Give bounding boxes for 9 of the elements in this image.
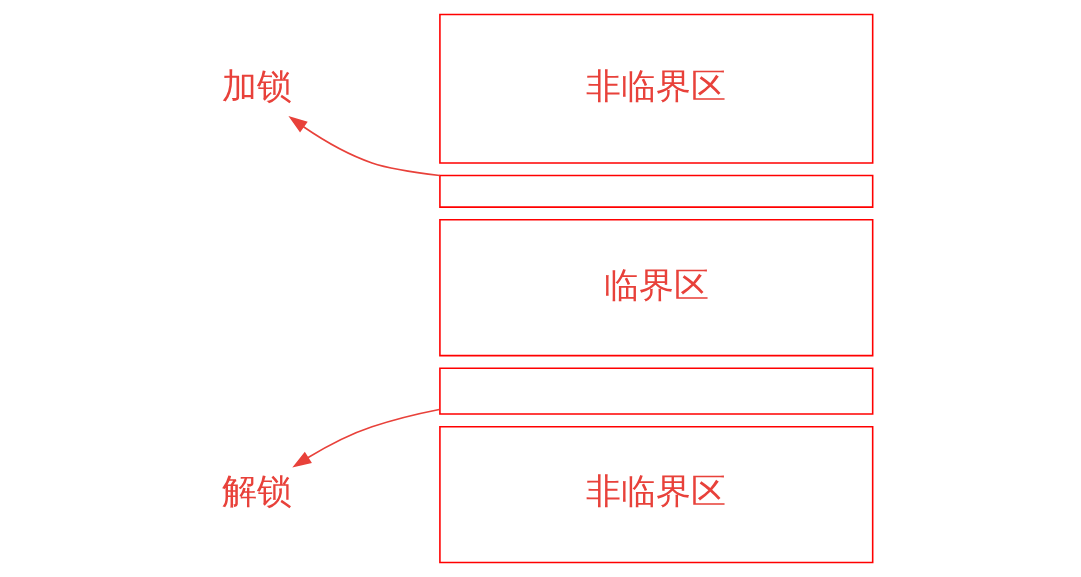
- node-box: 非临界区: [438, 13, 873, 164]
- node-box: [438, 174, 873, 208]
- node-box: 非临界区: [438, 425, 873, 564]
- arrow: [291, 408, 440, 468]
- node-text: 解锁: [221, 471, 292, 512]
- node-text: 加锁: [221, 65, 292, 106]
- arrow: [287, 116, 440, 177]
- node-box: [438, 367, 873, 415]
- node-box: 临界区: [438, 219, 873, 357]
